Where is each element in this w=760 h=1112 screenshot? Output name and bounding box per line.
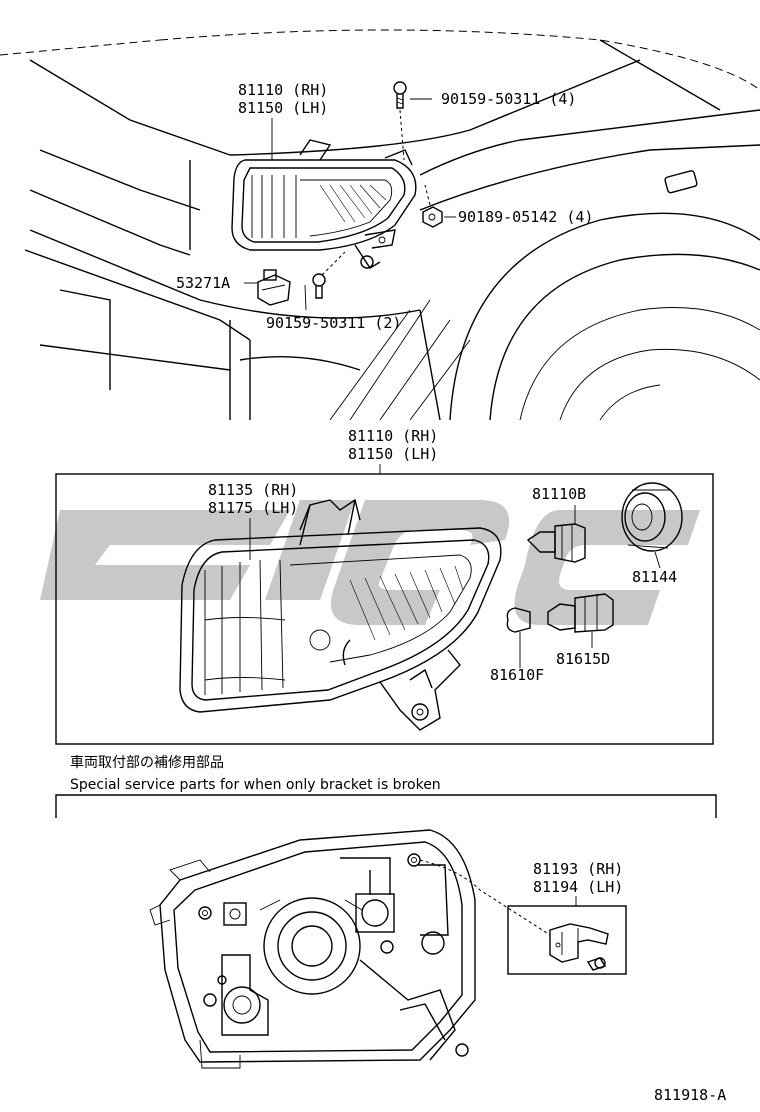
exploded-frame (55, 473, 714, 745)
top-assembly-label-lh: 81150 (LH) (238, 99, 328, 117)
bracket-label-rh: 81193 (RH) (533, 860, 623, 878)
bracket-dashed-leader (419, 859, 551, 936)
bracket-label-lh: 81194 (LH) (533, 878, 623, 896)
exploded-assembly-label-rh: 81110 (RH) (348, 427, 438, 445)
fog-lamp-top-view (231, 139, 417, 269)
bulb-socket-icon (526, 505, 586, 563)
top-view-leader-lines (244, 98, 456, 311)
bracket-screw-icon (586, 957, 607, 971)
watermark-logo (40, 500, 700, 625)
socket-label: 81110B (532, 485, 586, 503)
screw-top-label: 90159-50311 (4) (441, 90, 576, 108)
socket2-label: 81615D (556, 650, 610, 668)
figure-id: 811918-A (654, 1086, 726, 1104)
service-note-en: Special service parts for when only brac… (70, 777, 441, 793)
cap-label: 81144 (632, 568, 677, 586)
screw-bottom-label: 90159-50311 (2) (266, 314, 401, 332)
exploded-assembly-label-lh: 81150 (LH) (348, 445, 438, 463)
nut-icon (422, 184, 443, 228)
top-assembly-label-rh: 81110 (RH) (238, 81, 328, 99)
clip-icon (257, 269, 291, 306)
service-note-jp: 車両取付部の補修用部品 (70, 754, 224, 771)
lens-label-lh: 81175 (LH) (208, 499, 298, 517)
socket-cap-icon (621, 482, 683, 569)
lens-label-rh: 81135 (RH) (208, 481, 298, 499)
screw-bottom-icon (312, 251, 346, 299)
fog-lamp-exploded (179, 498, 502, 731)
bulb-icon (506, 607, 531, 668)
service-bracket-line (55, 794, 717, 818)
nut-label: 90189-05142 (4) (458, 208, 593, 226)
clip-label: 53271A (176, 274, 230, 292)
screw-top-icon (393, 81, 407, 161)
bulb-socket-2-icon (547, 593, 614, 648)
vehicle-body-outline (0, 29, 760, 421)
bracket-detail-box (507, 905, 627, 975)
lamp-back-view (149, 829, 476, 1069)
bracket-icon (549, 923, 609, 963)
bulb-label: 81610F (490, 666, 544, 684)
